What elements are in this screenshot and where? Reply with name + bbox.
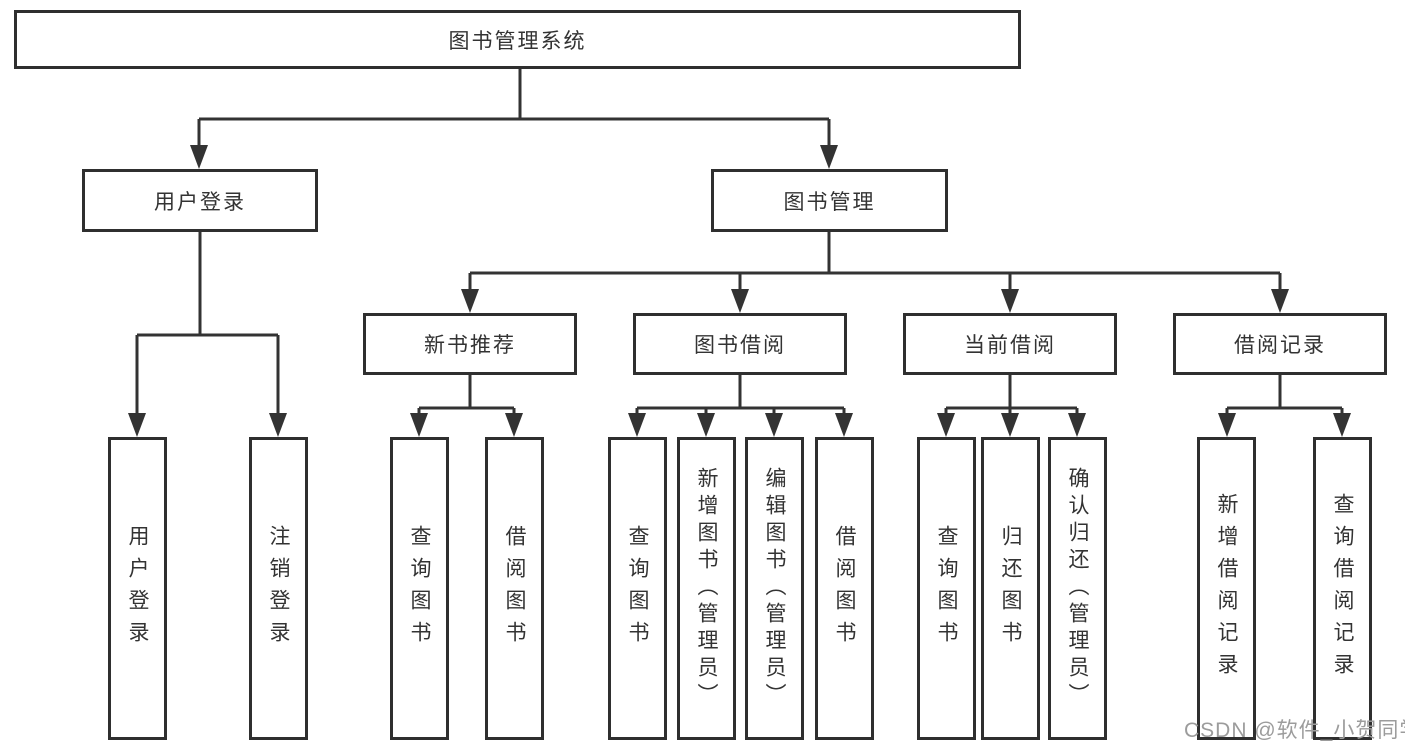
arrow-down-icon <box>410 413 428 437</box>
leaf-records-add-record: 新增借阅记录 <box>1197 437 1256 740</box>
node-book-management: 图书管理 <box>711 169 948 232</box>
arrow-down-icon <box>628 413 646 437</box>
arrow-down-icon <box>820 145 838 169</box>
arrow-down-icon <box>1001 413 1019 437</box>
arrow-down-icon <box>1271 289 1289 313</box>
arrow-down-icon <box>731 289 749 313</box>
node-borrowing-records-label: 借阅记录 <box>1234 334 1326 357</box>
leaf-recommend-query-books-label: 查询图书 <box>408 524 431 653</box>
leaf-borrowing-add-books-admin-label: 新增图书（管理员） <box>695 467 718 710</box>
leaf-user-login-label: 用户登录 <box>126 524 149 653</box>
leaf-recommend-borrow-books: 借阅图书 <box>485 437 544 740</box>
leaf-logout-login-label: 注销登录 <box>267 524 290 653</box>
arrow-down-icon <box>190 145 208 169</box>
node-user-login: 用户登录 <box>82 169 318 232</box>
arrow-down-icon <box>697 413 715 437</box>
arrow-down-icon <box>1068 413 1086 437</box>
leaf-recommend-borrow-books-label: 借阅图书 <box>503 524 526 653</box>
leaf-user-login: 用户登录 <box>108 437 167 740</box>
leaf-borrowing-borrow-books-label: 借阅图书 <box>833 524 856 653</box>
node-current-borrowing-label: 当前借阅 <box>964 334 1056 357</box>
node-new-book-recommend-label: 新书推荐 <box>424 334 516 357</box>
arrow-down-icon <box>835 413 853 437</box>
leaf-borrowing-borrow-books: 借阅图书 <box>815 437 874 740</box>
node-book-management-label: 图书管理 <box>783 190 876 214</box>
leaf-records-query-record-label: 查询借阅记录 <box>1331 492 1354 685</box>
arrow-down-icon <box>937 413 955 437</box>
arrow-down-icon <box>1333 413 1351 437</box>
leaf-borrowing-query-books-label: 查询图书 <box>626 524 649 653</box>
arrow-down-icon <box>505 413 523 437</box>
node-current-borrowing: 当前借阅 <box>903 313 1117 375</box>
leaf-current-query-books: 查询图书 <box>917 437 976 740</box>
leaf-current-return-books-label: 归还图书 <box>999 524 1022 653</box>
leaf-borrowing-query-books: 查询图书 <box>608 437 667 740</box>
leaf-records-query-record: 查询借阅记录 <box>1313 437 1372 740</box>
watermark-text: CSDN @软件_小贺同学 <box>1184 719 1405 742</box>
arrow-down-icon <box>461 289 479 313</box>
node-book-borrowing: 图书借阅 <box>633 313 847 375</box>
node-library-system-label: 图书管理系统 <box>448 29 587 53</box>
watermark: CSDN @软件_小贺同学 <box>1184 714 1405 744</box>
arrow-down-icon <box>128 413 146 437</box>
leaf-borrowing-edit-books-admin: 编辑图书（管理员） <box>745 437 804 740</box>
leaf-records-add-record-label: 新增借阅记录 <box>1215 492 1238 685</box>
leaf-logout-login: 注销登录 <box>249 437 308 740</box>
leaf-recommend-query-books: 查询图书 <box>390 437 449 740</box>
leaf-current-confirm-return-admin-label: 确认归还（管理员） <box>1066 467 1089 710</box>
node-new-book-recommend: 新书推荐 <box>363 313 577 375</box>
leaf-current-query-books-label: 查询图书 <box>935 524 958 653</box>
node-user-login-label: 用户登录 <box>154 190 246 214</box>
node-library-system: 图书管理系统 <box>14 10 1021 69</box>
leaf-borrowing-add-books-admin: 新增图书（管理员） <box>677 437 736 740</box>
arrow-down-icon <box>765 413 783 437</box>
leaf-borrowing-edit-books-admin-label: 编辑图书（管理员） <box>763 467 786 710</box>
arrow-down-icon <box>269 413 287 437</box>
leaf-current-return-books: 归还图书 <box>981 437 1040 740</box>
arrow-down-icon <box>1001 289 1019 313</box>
leaf-current-confirm-return-admin: 确认归还（管理员） <box>1048 437 1107 740</box>
node-borrowing-records: 借阅记录 <box>1173 313 1387 375</box>
arrow-down-icon <box>1218 413 1236 437</box>
node-book-borrowing-label: 图书借阅 <box>694 334 786 357</box>
